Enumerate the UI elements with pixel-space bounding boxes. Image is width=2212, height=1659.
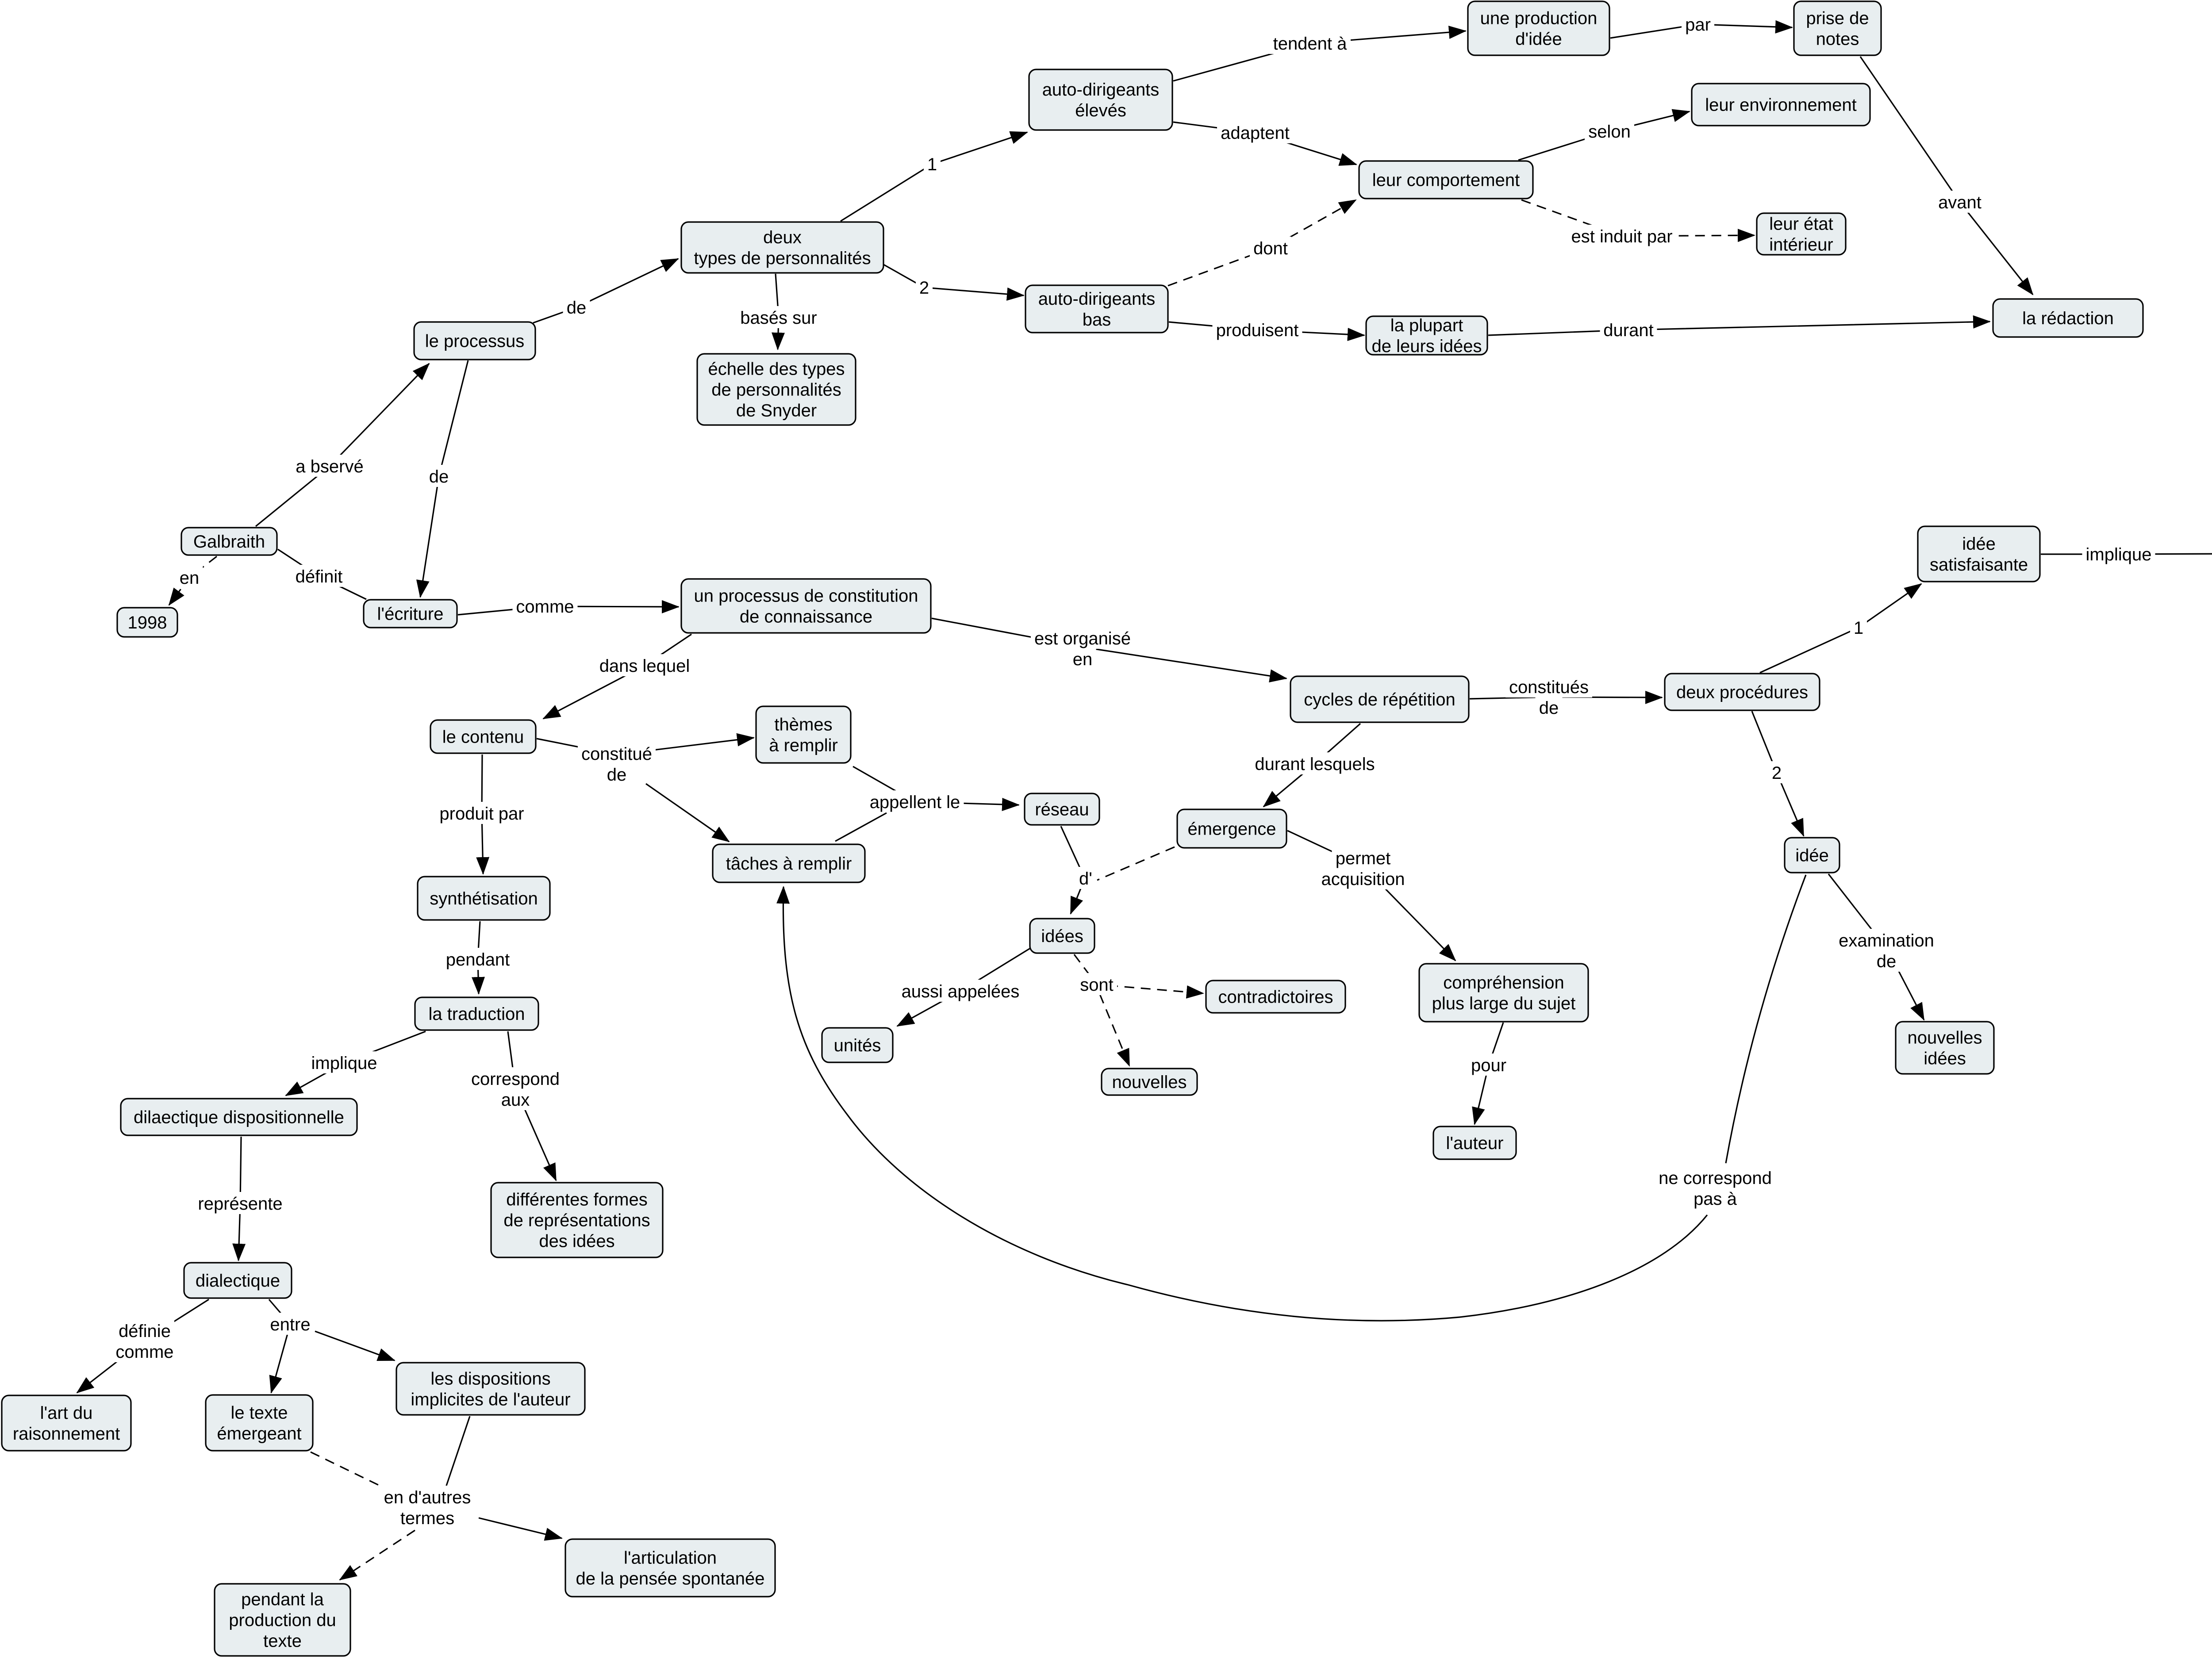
svg-text:1: 1 [927, 155, 937, 174]
svg-text:idée: idée [1795, 846, 1829, 866]
svg-text:le contenu: le contenu [442, 728, 524, 747]
svg-text:l'écriture: l'écriture [377, 605, 444, 624]
svg-text:produisent: produisent [1216, 321, 1299, 340]
svg-text:par: par [1685, 15, 1711, 34]
svg-text:la rédaction: la rédaction [2022, 309, 2114, 328]
svg-text:selon: selon [1588, 122, 1631, 142]
svg-text:a bservé: a bservé [296, 457, 363, 476]
svg-text:définit: définit [296, 567, 343, 586]
svg-text:adaptent: adaptent [1221, 123, 1290, 143]
svg-text:avant: avant [1938, 193, 1982, 212]
svg-text:pour: pour [1471, 1056, 1506, 1075]
svg-text:de: de [567, 298, 587, 318]
svg-text:implique: implique [2086, 545, 2152, 564]
svg-text:leur comportement: leur comportement [1372, 171, 1520, 190]
svg-text:durant lesquels: durant lesquels [1255, 755, 1375, 774]
svg-text:2: 2 [1772, 763, 1782, 783]
svg-text:basés sur: basés sur [740, 308, 817, 328]
svg-text:deux procédures: deux procédures [1676, 683, 1808, 702]
svg-text:émergence: émergence [1187, 820, 1276, 839]
svg-text:sont: sont [1080, 975, 1114, 995]
svg-text:pendant: pendant [446, 950, 510, 969]
svg-text:Galbraith: Galbraith [193, 532, 265, 552]
svg-text:dans lequel: dans lequel [599, 656, 690, 676]
svg-text:dilaectique dispositionnelle: dilaectique dispositionnelle [134, 1108, 344, 1127]
svg-text:réseau: réseau [1035, 800, 1089, 820]
svg-text:2: 2 [919, 278, 929, 298]
svg-text:représente: représente [198, 1194, 282, 1214]
svg-text:de: de [429, 467, 449, 487]
svg-text:nouvelles: nouvelles [1112, 1073, 1187, 1092]
svg-text:dialectique: dialectique [196, 1271, 280, 1291]
svg-text:idées: idées [1041, 927, 1083, 946]
svg-text:leur environnement: leur environnement [1705, 96, 1856, 115]
svg-text:est induit par: est induit par [1571, 227, 1672, 246]
svg-text:dont: dont [1253, 239, 1288, 258]
svg-text:le processus: le processus [425, 332, 525, 351]
svg-text:tâches à remplir: tâches à remplir [726, 854, 852, 874]
svg-text:durant: durant [1603, 321, 1653, 340]
svg-text:1998: 1998 [128, 613, 167, 632]
svg-text:aussi appelées: aussi appelées [902, 982, 1020, 1001]
svg-text:synthétisation: synthétisation [430, 889, 538, 908]
svg-text:tendent à: tendent à [1273, 34, 1348, 54]
svg-text:unités: unités [834, 1036, 881, 1055]
svg-text:cycles de répétition: cycles de répétition [1304, 690, 1455, 709]
svg-text:comme: comme [516, 597, 574, 617]
svg-text:1: 1 [1854, 618, 1863, 638]
svg-text:entre: entre [270, 1315, 310, 1334]
svg-text:l'auteur: l'auteur [1446, 1134, 1504, 1153]
svg-text:appellent le: appellent le [870, 793, 960, 812]
svg-text:d': d' [1079, 869, 1092, 889]
svg-text:produit par: produit par [439, 804, 524, 824]
svg-text:en: en [180, 568, 200, 588]
svg-text:implique: implique [311, 1054, 377, 1073]
svg-text:contradictoires: contradictoires [1218, 988, 1333, 1007]
svg-text:la traduction: la traduction [429, 1004, 525, 1024]
